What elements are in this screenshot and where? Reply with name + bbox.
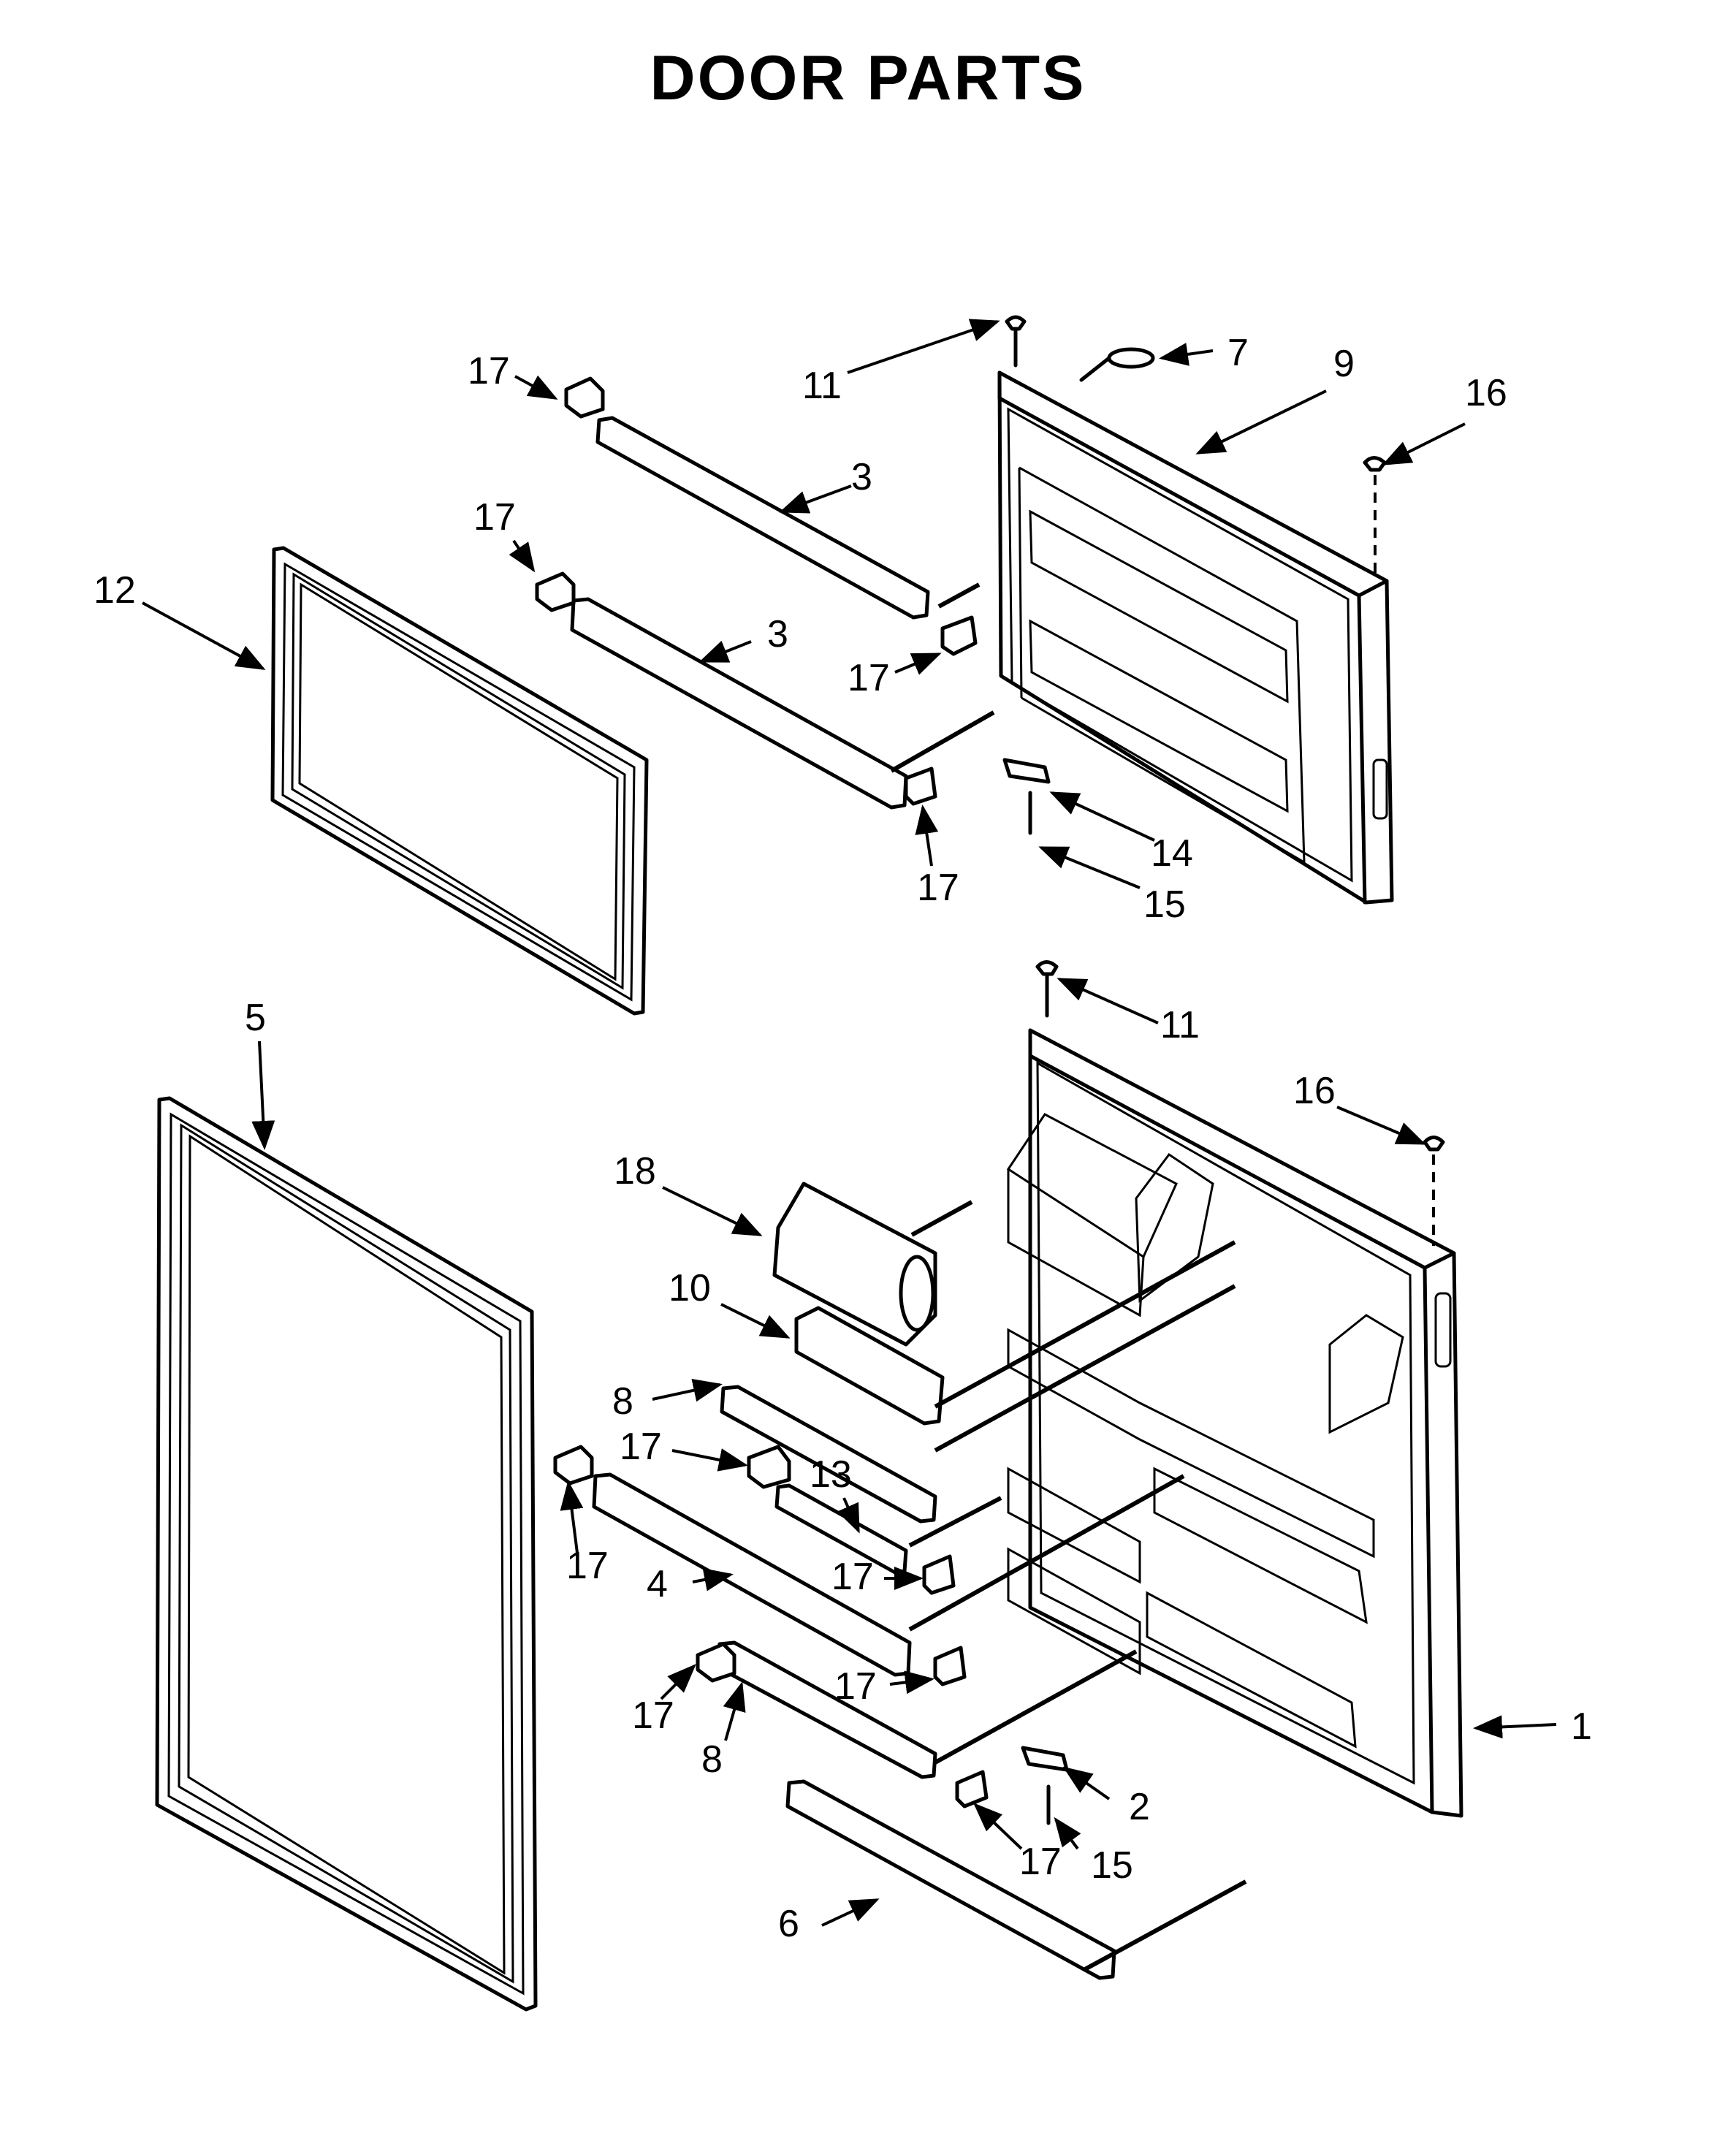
callout-11: 11 bbox=[1160, 1004, 1200, 1046]
callout-14: 14 bbox=[1151, 832, 1193, 875]
callout-3: 3 bbox=[767, 613, 788, 655]
callout-17: 17 bbox=[620, 1426, 662, 1468]
door-rails bbox=[570, 416, 1116, 1980]
callout-4: 4 bbox=[647, 1563, 668, 1605]
callout-3: 3 bbox=[851, 456, 872, 498]
refrigerator-gasket bbox=[155, 1096, 538, 2012]
callout-9: 9 bbox=[1333, 343, 1355, 385]
callout-16: 16 bbox=[1293, 1070, 1336, 1112]
callout-17: 17 bbox=[1019, 1841, 1062, 1883]
callout-8: 8 bbox=[612, 1380, 633, 1423]
callout-17: 17 bbox=[834, 1665, 877, 1708]
callout-15: 15 bbox=[1091, 1844, 1133, 1887]
freezer-door bbox=[997, 370, 1394, 905]
callout-18: 18 bbox=[614, 1150, 656, 1193]
callout-13: 13 bbox=[810, 1453, 852, 1496]
freezer-gasket bbox=[270, 546, 649, 1016]
assembly-lines bbox=[890, 475, 1435, 1971]
callout-17: 17 bbox=[831, 1556, 874, 1598]
refrigerator-door bbox=[1006, 1028, 1463, 1818]
callout-17: 17 bbox=[632, 1695, 674, 1737]
callout-15: 15 bbox=[1143, 883, 1186, 926]
callout-7: 7 bbox=[1227, 332, 1249, 374]
diagram-title: DOOR PARTS bbox=[650, 43, 1086, 113]
callout-17: 17 bbox=[917, 867, 959, 909]
callout-8: 8 bbox=[701, 1738, 723, 1781]
callout-leaders bbox=[142, 319, 1557, 1927]
callout-16: 16 bbox=[1465, 372, 1507, 414]
callout-1: 1 bbox=[1571, 1705, 1592, 1748]
callout-numbers: 17 11 7 9 16 3 17 12 3 17 17 14 15 11 5 … bbox=[94, 332, 1592, 1945]
callout-17: 17 bbox=[468, 350, 510, 392]
callout-11: 11 bbox=[802, 365, 842, 407]
shelf-clips bbox=[535, 376, 989, 1808]
hinge-and-screws bbox=[1002, 315, 1445, 1825]
callout-10: 10 bbox=[669, 1267, 711, 1309]
callout-5: 5 bbox=[245, 997, 266, 1039]
callout-17: 17 bbox=[473, 496, 516, 539]
bins bbox=[772, 1182, 945, 1426]
callout-12: 12 bbox=[94, 569, 136, 612]
callout-17: 17 bbox=[848, 657, 890, 699]
callout-6: 6 bbox=[778, 1903, 799, 1945]
callout-17: 17 bbox=[566, 1545, 609, 1587]
callout-2: 2 bbox=[1129, 1786, 1150, 1828]
